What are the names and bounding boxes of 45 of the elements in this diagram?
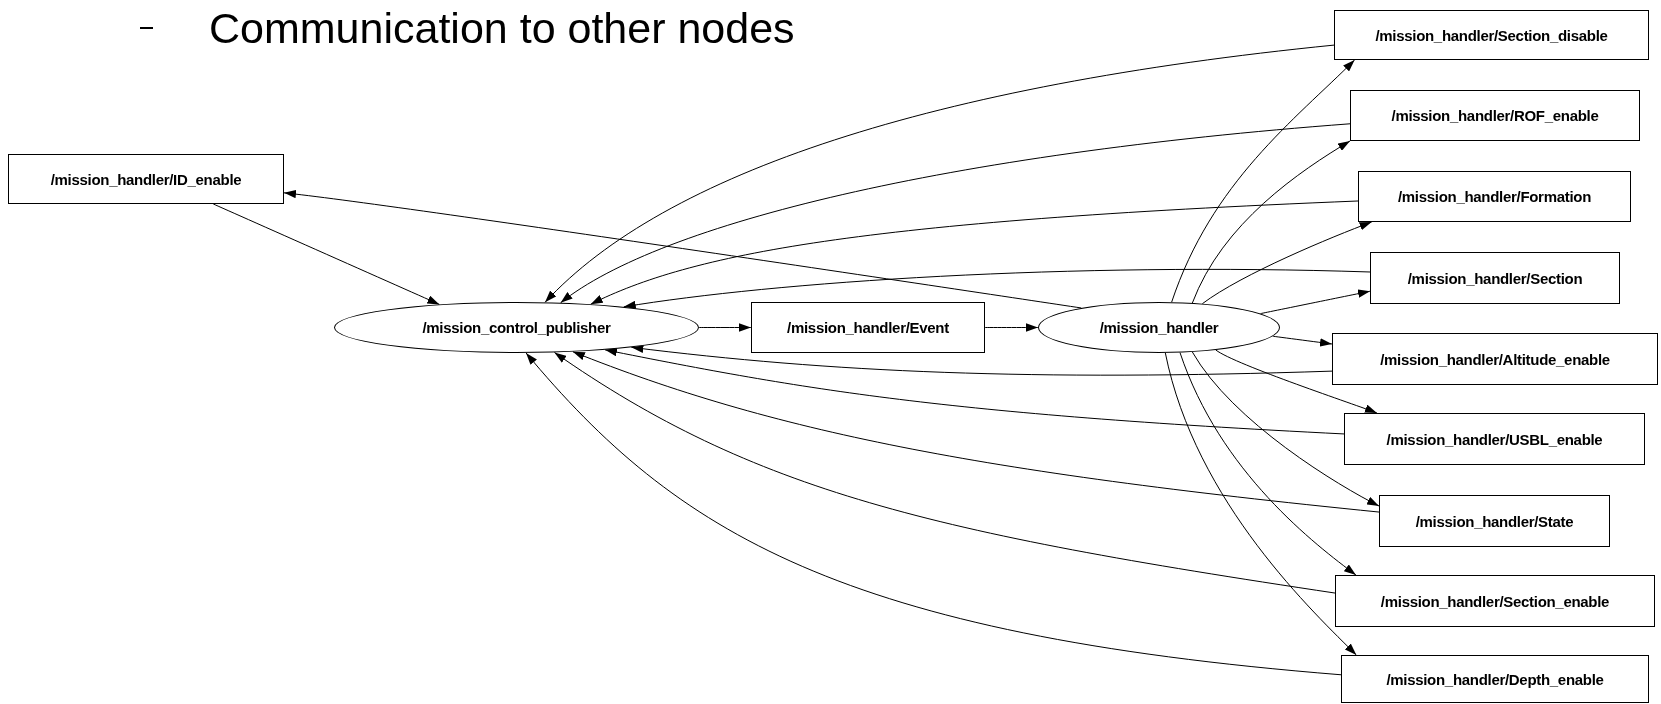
topic-box: [1332, 333, 1658, 385]
arrow: [1215, 349, 1378, 414]
arrow: [525, 352, 1342, 676]
arrow: [544, 44, 1335, 303]
node-label: /mission_handler/Event: [787, 319, 949, 336]
topic-box: [8, 154, 284, 204]
arrow: [1179, 352, 1357, 576]
node-label: /mission_handler/Section_disable: [1375, 26, 1608, 44]
topic-box: [1335, 575, 1655, 627]
topic-box: [1358, 171, 1631, 222]
topic-box: [1379, 495, 1610, 547]
arrow: [1260, 289, 1371, 315]
topic-box: [1334, 10, 1649, 60]
arrow: [623, 268, 1371, 310]
arrow: [560, 123, 1351, 304]
node-label: /mission_handler/Depth_enable: [1386, 670, 1604, 688]
node-label: /mission_handler/ID_enable: [50, 170, 242, 188]
slide-heading: Communication to other nodes: [209, 4, 795, 53]
node-label: /mission_handler: [1099, 319, 1219, 336]
arrow: [590, 200, 1359, 305]
topic-box: [1370, 252, 1620, 304]
node-label: /mission_handler/State: [1415, 512, 1574, 530]
topic-box: [1344, 413, 1645, 465]
arrow: [283, 190, 1082, 309]
arrow: [212, 203, 440, 305]
arrow: [698, 323, 752, 332]
topic-box: [1341, 655, 1649, 703]
arrow: [1191, 351, 1380, 507]
node-label: /mission_handler/Altitude_enable: [1380, 350, 1610, 368]
arrow: [984, 323, 1039, 332]
topic-box: [1350, 90, 1640, 141]
node-label: /mission_handler/Formation: [1397, 188, 1592, 205]
node-label: /mission_control_publisher: [422, 319, 611, 336]
node-label: /mission_handler/USBL_enable: [1386, 430, 1603, 448]
arrow: [604, 348, 1345, 435]
arrow: [553, 351, 1336, 594]
arrow: [1171, 59, 1356, 303]
arrow: [1272, 335, 1333, 347]
node-label: /mission_handler/ROF_enable: [1391, 107, 1599, 124]
arrow: [1164, 352, 1357, 656]
arrow: [1191, 140, 1351, 304]
arrow: [572, 351, 1380, 513]
node-label: /mission_handler/Section_enable: [1380, 592, 1610, 610]
node-label: /mission_handler/Section: [1407, 269, 1583, 287]
topic-box: [751, 302, 985, 353]
